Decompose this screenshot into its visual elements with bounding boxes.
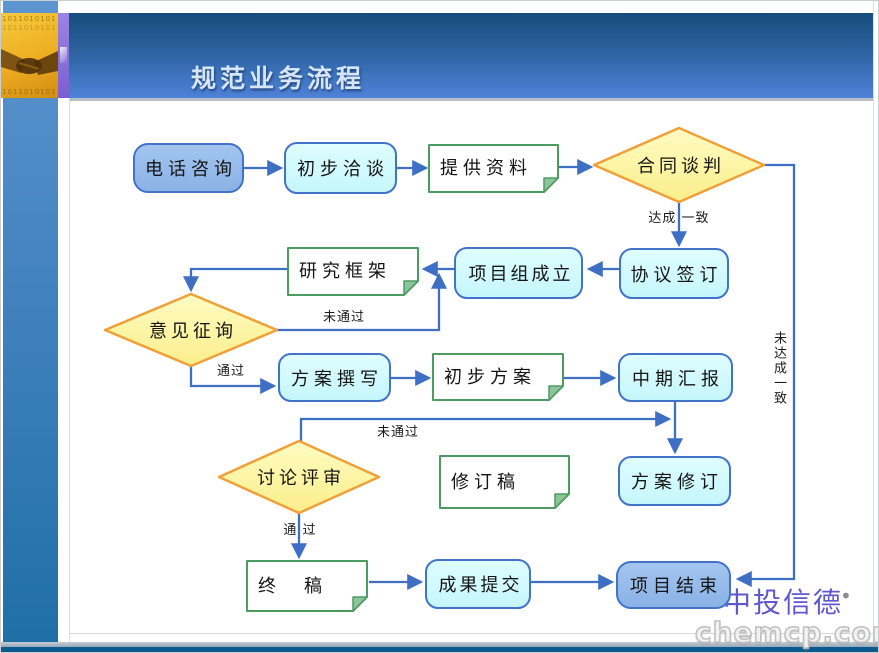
edge-consult-fail-up: [277, 272, 448, 332]
label-draft-proposal: 初步方案: [444, 366, 536, 388]
label-contract-negotiation: 合同谈判: [637, 156, 725, 177]
label-revised-draft: 修订稿: [451, 471, 520, 493]
watermark-site: chemcp.com: [694, 615, 878, 650]
binary-texture: 1011010101: [2, 15, 57, 23]
node-deliver-results: 成果提交: [425, 559, 531, 609]
content-frame-right: [873, 1, 874, 644]
document-fold: [548, 385, 564, 401]
node-project-team-setup: 项目组成立: [454, 247, 583, 299]
node-midterm-report: 中期汇报: [618, 353, 733, 402]
node-project-end: 项目结束: [616, 561, 731, 609]
title-banner: 规范业务流程: [69, 13, 874, 98]
node-agreement-sign: 协议签订: [619, 248, 729, 299]
purple-accent-strip: [58, 13, 69, 98]
label-discussion-review: 讨论评审: [257, 468, 345, 489]
label-research-framework: 研究框架: [299, 261, 391, 282]
label-final-draft: 终 稿: [258, 575, 327, 597]
document-fold: [352, 596, 368, 612]
handshake-silhouette: [1, 49, 58, 75]
slide-bottom-shadow: [1, 642, 878, 647]
handshake-image: 1011010101 1011010101 1011010101: [1, 13, 58, 98]
edge-label-passed-review: 通 过: [283, 523, 317, 538]
watermark-dot: •: [840, 584, 852, 608]
content-frame-left: [69, 98, 70, 644]
edge-label-not-passed-framework: 未通过: [323, 310, 366, 325]
node-phone-consult: 电话咨询: [133, 143, 244, 193]
watermark-brand: 中投信德: [723, 586, 844, 619]
label-provide-info: 提供资料: [440, 158, 532, 179]
document-fold: [403, 280, 419, 296]
node-proposal-writing: 方案撰写: [278, 353, 391, 402]
document-fold: [543, 177, 559, 193]
decision-contract-negotiation: [592, 126, 766, 204]
edge-label-not-passed-review: 未通过: [377, 425, 420, 440]
decision-opinion-consult: [103, 292, 279, 368]
page-title: 规范业务流程: [191, 64, 366, 93]
decision-discussion-review: [217, 439, 381, 515]
bottom-bar: [1, 647, 878, 652]
label-opinion-consult: 意见征询: [149, 321, 237, 342]
binary-texture: 1011010101: [2, 24, 57, 32]
left-sidebar-bar: [3, 1, 58, 646]
node-proposal-revision: 方案修订: [618, 456, 731, 506]
edge-negotiation-fail-to-end: [735, 163, 796, 588]
edge-consult-pass-to-writing: [189, 366, 277, 395]
node-initial-talk: 初步洽谈: [284, 142, 397, 194]
edge-review-fail-right: [299, 410, 672, 441]
edge-framework-to-consult: [182, 267, 288, 293]
edge-label-reach-agreement: 达成 一致: [648, 211, 710, 226]
edge-label-passed-consult: 通过: [217, 364, 246, 379]
binary-texture: 1011010101: [2, 88, 57, 96]
edge-label-not-reach-agreement: 未达成一致: [771, 331, 786, 406]
document-fold: [554, 493, 570, 509]
content-frame-bottom: [69, 633, 874, 634]
